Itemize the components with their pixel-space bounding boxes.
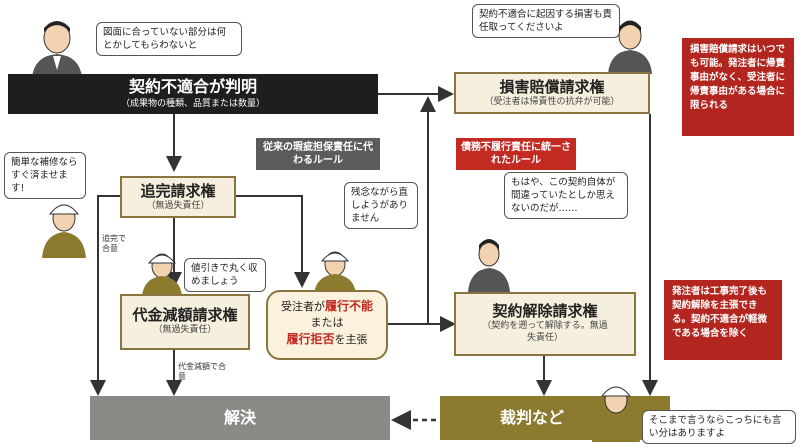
claim-prefix: 受注者が [280,300,325,313]
worker-helmet-icon [42,204,86,258]
court-bubble: そこまで言うならこっちにも言い分はありますよ [642,410,796,444]
owner-figure-icon [32,21,82,78]
claim-impossible: 履行不能 [324,299,373,313]
resolve-label: 解決 [223,408,256,427]
repair-agree-label: 追完で合意 [102,234,126,253]
reduce-bubble: 値引きで丸く収めましょう [184,258,266,292]
main-box-subtitle: （成果物の種類、品質または数量） [120,99,265,109]
court-label: 裁判など [500,408,565,427]
cancel-title: 契約解除請求権 [492,302,598,320]
resolve-bar: 解決 [90,396,390,440]
repair-title: 追完請求権 [140,182,216,200]
main-box-title: 契約不適合が判明 [128,77,257,96]
claim-refusal: 履行拒否 [286,332,335,346]
contractor-claim-box: 受注者が履行不能 または 履行拒否を主張 [266,290,388,360]
cancel-box: 契約解除請求権 （契約を遡って解除する。無過失責任） [454,292,636,356]
main-box: 契約不適合が判明 （成果物の種類、品質または数量） [8,74,378,114]
reduce-title: 代金減額請求権 [132,306,238,324]
cancel-subtitle: （契約を遡って解除する。無過失責任） [482,321,608,343]
damages-subtitle: （受注者は帰責性の抗弁が可能） [484,97,620,107]
reduce-agree-label: 代金減額で合意 [178,362,226,381]
claim-or: または [310,316,344,329]
arrow-repair-to-resolve [90,195,124,396]
damages-title: 損害賠償請求権 [499,78,605,96]
repair-bubble: 簡単な補修ならすぐ済ませます! [4,152,86,199]
regret-bubble: 残念ながら直しようがありません [344,182,418,229]
rule-old-tag: 従来の瑕疵担保責任に代わるルール [256,138,380,170]
top-right-bubble: 契約不適合に起因する損害も責任取ってくださいよ [472,4,620,38]
worker-contractor-icon [314,251,356,294]
claimant-figure-icon [608,20,652,74]
cancel-note: 発注者は工事完了後も契約解除を主張できる。契約不適合が軽微である場合を除く [664,280,782,360]
claim-suffix: を主張 [334,333,368,346]
owner-cancel-icon [468,239,510,292]
repair-box: 追完請求権 （無過失責任） [120,176,236,218]
reduce-subtitle: （無過失責任） [153,325,217,335]
damages-note: 損害賠償請求はいつでも可能。発注者に帰責事由がなく、受注者に帰責事由がある場合に… [682,38,794,136]
worker-reduce-icon [142,253,182,296]
cancel-bubble: もはや、この契約自体が間違っていたとしか思えないのだが…… [504,172,628,219]
reduce-box: 代金減額請求権 （無過失責任） [120,294,250,350]
arrow-repair-to-claim [226,195,310,288]
top-left-bubble: 図面に合っていない部分は何とかしてもらわないと [96,22,242,56]
worker-court-icon [592,386,640,442]
rule-new-tag: 債務不履行責任に統一されたルール [456,138,576,170]
repair-subtitle: （無過失責任） [146,201,210,211]
damages-box: 損害賠償請求権 （受注者は帰責性の抗弁が可能） [454,72,650,114]
